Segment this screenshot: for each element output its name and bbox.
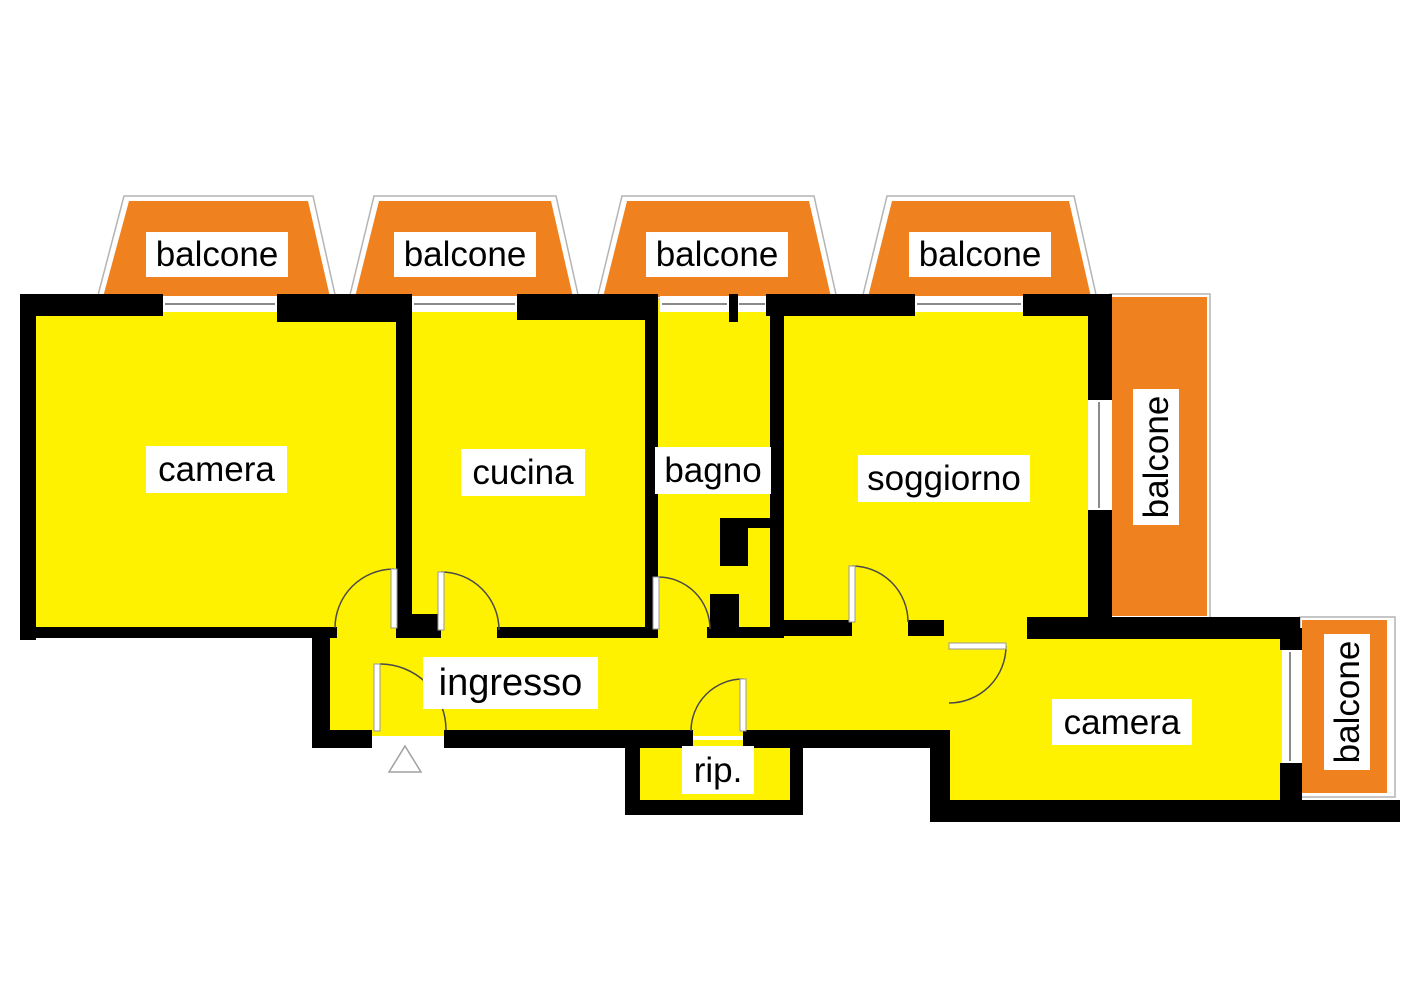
door-rip	[690, 678, 747, 732]
window	[412, 296, 517, 312]
window	[660, 296, 729, 312]
room-label-cucina: cucina	[461, 449, 585, 496]
label-balcone-bottom-right: balcone	[1324, 634, 1370, 770]
label-balcone-top-1: balcone	[146, 232, 288, 277]
entrance-arrow-icon	[387, 744, 423, 773]
label-balcone-top-4: balcone	[909, 232, 1051, 277]
door-soggiorno	[848, 565, 909, 623]
walls	[20, 294, 1400, 822]
window	[915, 296, 1023, 312]
floor-hallway	[318, 632, 958, 736]
window	[1282, 650, 1302, 763]
door-cucina	[437, 571, 500, 631]
room-label-camera-1: camera	[146, 446, 287, 493]
room-label-soggiorno: soggiorno	[858, 455, 1030, 502]
door-camera-1	[334, 568, 398, 629]
room-label-rip: rip.	[682, 746, 754, 794]
window	[163, 296, 277, 312]
windows	[163, 296, 1302, 763]
label-balcone-right: balcone	[1133, 389, 1179, 525]
label-balcone-top-3: balcone	[646, 232, 788, 277]
door-bagno	[652, 576, 711, 630]
window	[738, 296, 766, 312]
window	[1088, 400, 1112, 510]
room-label-ingresso: ingresso	[423, 657, 598, 709]
door-camera-2	[948, 642, 1007, 704]
label-balcone-top-2: balcone	[394, 232, 536, 277]
room-label-bagno: bagno	[655, 447, 771, 494]
room-label-camera-2: camera	[1052, 699, 1192, 745]
